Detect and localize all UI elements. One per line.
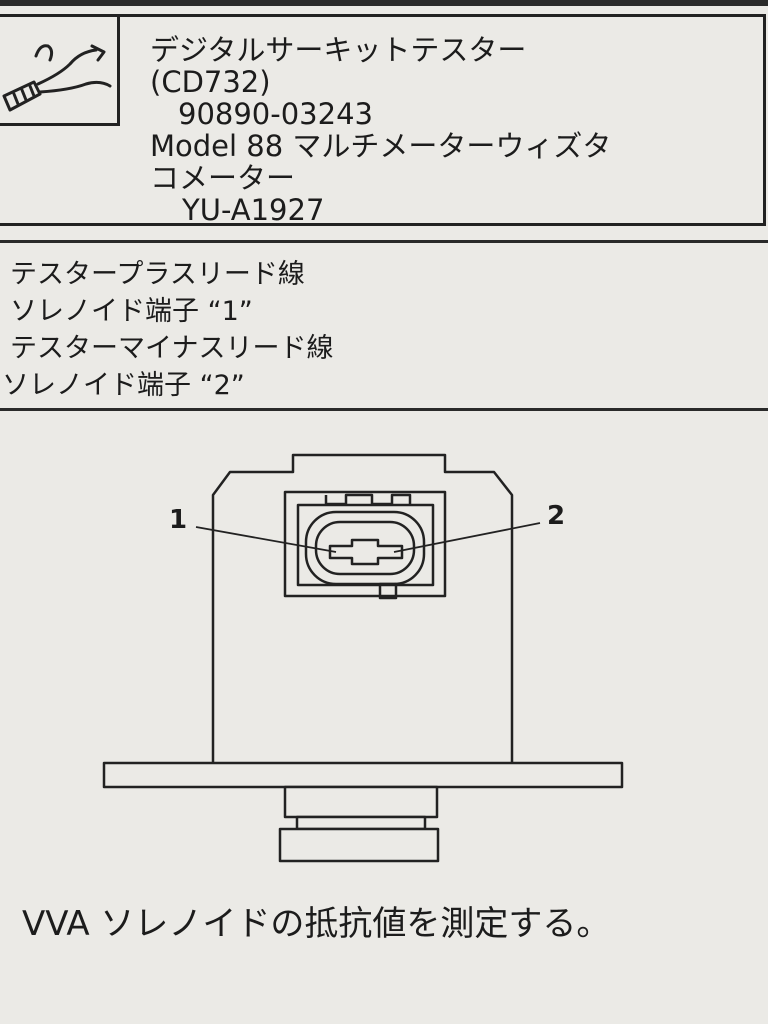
step-plus-lead: テスタープラスリード線 [10, 259, 305, 290]
tool-code: (CD732) [150, 65, 271, 99]
connector [283, 490, 447, 600]
step-terminal-2: ソレノイド端子 “2” [2, 370, 245, 401]
tool-info: デジタルサーキットテスター (CD732) 90890-03243 Model … [150, 34, 611, 226]
section-divider [0, 240, 768, 243]
solenoid-diagram: 1 2 [102, 453, 624, 863]
tool-alt-name: Model 88 マルチメーターウィズタ [150, 129, 612, 163]
measurement-steps: テスタープラスリード線 ソレノイド端子 “1” テスターマイナスリード線 ソレノ… [2, 256, 334, 404]
step-minus-lead: テスターマイナスリード線 [10, 333, 334, 364]
tool-alt-part-number: YU-A1927 [182, 193, 325, 227]
leader-lines [195, 522, 541, 553]
tool-name: デジタルサーキットテスター [150, 33, 527, 67]
caption: VVA ソレノイドの抵抗値を測定する。 [22, 904, 611, 944]
terminal-1-label: 1 [169, 505, 187, 535]
top-rule [0, 0, 768, 6]
tester-probe-icon [2, 44, 112, 112]
section-divider-2 [0, 408, 768, 411]
tool-alt-name-cont: コメーター [150, 161, 296, 195]
tool-part-number: 90890-03243 [178, 97, 373, 131]
terminal-2-label: 2 [547, 501, 565, 531]
special-tool-box [0, 14, 766, 226]
step-terminal-1: ソレノイド端子 “1” [10, 296, 253, 327]
tool-icon-cell [0, 14, 120, 126]
solenoid-body [102, 453, 624, 863]
